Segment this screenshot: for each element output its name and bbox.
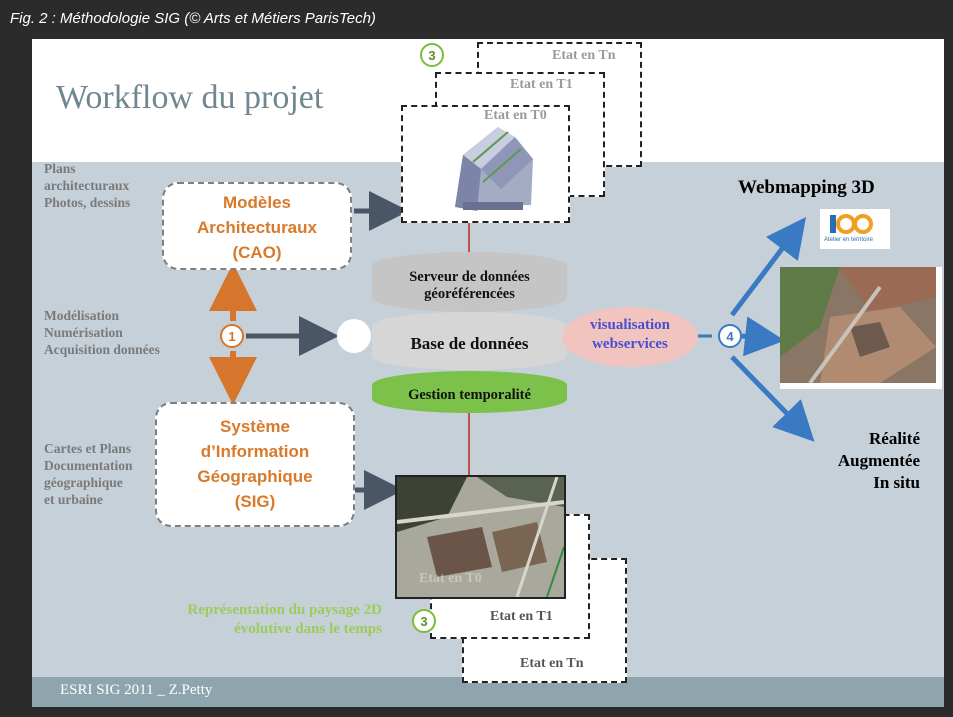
sig-line: (SIG) <box>234 492 276 511</box>
representation-line: Représentation du paysage 2D <box>187 602 382 618</box>
arrow-4-to-webmap <box>730 217 807 317</box>
db-base-layer <box>372 312 567 370</box>
augmented-line: In situ <box>873 473 920 492</box>
state-label-tn: Etat en Tn <box>552 48 616 63</box>
igo-logo: Atelier en territoire <box>820 209 890 249</box>
cao-line: Modèles <box>222 193 292 212</box>
visualisation-line: webservices <box>592 336 668 352</box>
state-label-bottom-t0: Etat en T0 <box>419 571 482 586</box>
plans-line: Plans <box>44 161 76 176</box>
visualisation-text: visualisation webservices <box>562 316 698 354</box>
plans-line: architecturaux <box>44 178 130 193</box>
db-base-text: Base de données <box>410 334 529 353</box>
map-2d-frame: Etat en T0 <box>395 475 566 599</box>
augmented-line: Augmentée <box>837 451 920 470</box>
augmented-line: Réalité <box>869 429 920 448</box>
slide-footer: ESRI SIG 2011 _ Z.Petty <box>60 682 213 698</box>
modelisation-text: Modélisation Numérisation Acquisition do… <box>44 307 160 358</box>
representation-text: Représentation du paysage 2D évolutive d… <box>72 601 382 639</box>
sig-line: Géographique <box>197 467 313 486</box>
webmapping-heading: Webmapping 3D <box>738 177 875 198</box>
marker-3-top: 3 <box>420 43 444 67</box>
sig-box: Système d’Information Géographique (SIG) <box>155 402 355 527</box>
cartes-line: et urbaine <box>44 492 103 507</box>
cartes-line: Documentation <box>44 458 133 473</box>
cao-line: Architecturaux <box>197 218 317 237</box>
state-frame-t0 <box>401 105 570 223</box>
modelisation-line: Acquisition données <box>44 342 160 357</box>
db-serveur-line: géoréférencées <box>424 286 515 302</box>
marker-4: 4 <box>718 324 742 348</box>
arrow-4-to-aerial <box>741 316 785 357</box>
igo-logo-text: Atelier en territoire <box>824 237 874 243</box>
marker-3-bottom: 3 <box>412 609 436 633</box>
visualisation-ellipse <box>562 307 698 367</box>
db-serveur-text: Serveur de données géoréférencées <box>372 269 567 303</box>
representation-line: évolutive dans le temps <box>234 621 382 637</box>
aerial-frame <box>780 267 942 389</box>
figure-caption: Fig. 2 : Méthodologie SIG (© Arts et Mét… <box>10 10 376 27</box>
marker-1: 1 <box>220 324 244 348</box>
aerial-city-image <box>780 267 936 383</box>
visualisation-line: visualisation <box>589 317 671 333</box>
connector-layer <box>209 191 815 510</box>
cao-box: Modèles Architecturaux (CAO) <box>162 182 352 270</box>
cartes-text: Cartes et Plans Documentation géographiq… <box>44 440 133 508</box>
augmented-reality-text: Réalité Augmentée In situ <box>772 428 920 494</box>
slide-title: Workflow du projet <box>56 79 324 116</box>
cartes-line: Cartes et Plans <box>44 441 131 456</box>
state-label-t0: Etat en T0 <box>484 108 547 123</box>
db-gestion-layer <box>372 371 567 413</box>
building-model-image <box>455 127 533 211</box>
sig-line: Système <box>220 417 290 436</box>
connector-dot <box>337 319 371 353</box>
plans-line: Photos, dessins <box>44 195 131 210</box>
cartes-line: géographique <box>44 475 123 490</box>
sig-line: d’Information <box>200 442 310 461</box>
slide: ESRI SIG 2011 _ Z.Petty Workflow du proj… <box>32 39 944 707</box>
modelisation-line: Numérisation <box>44 325 123 340</box>
db-gestion-text: Gestion temporalité <box>408 387 531 403</box>
arrow-4-to-ar <box>730 355 815 442</box>
state-label-bottom-tn: Etat en Tn <box>520 656 584 671</box>
db-serveur-line: Serveur de données <box>409 269 530 285</box>
cao-line: (CAO) <box>232 243 282 262</box>
state-label-bottom-t1: Etat en T1 <box>490 609 553 624</box>
db-serveur-layer <box>372 252 567 312</box>
state-label-t1: Etat en T1 <box>510 77 573 92</box>
plans-text: Plans architecturaux Photos, dessins <box>44 160 130 211</box>
igo-logo-mark <box>830 214 873 234</box>
map-2d-image <box>397 477 564 597</box>
modelisation-line: Modélisation <box>44 308 120 323</box>
